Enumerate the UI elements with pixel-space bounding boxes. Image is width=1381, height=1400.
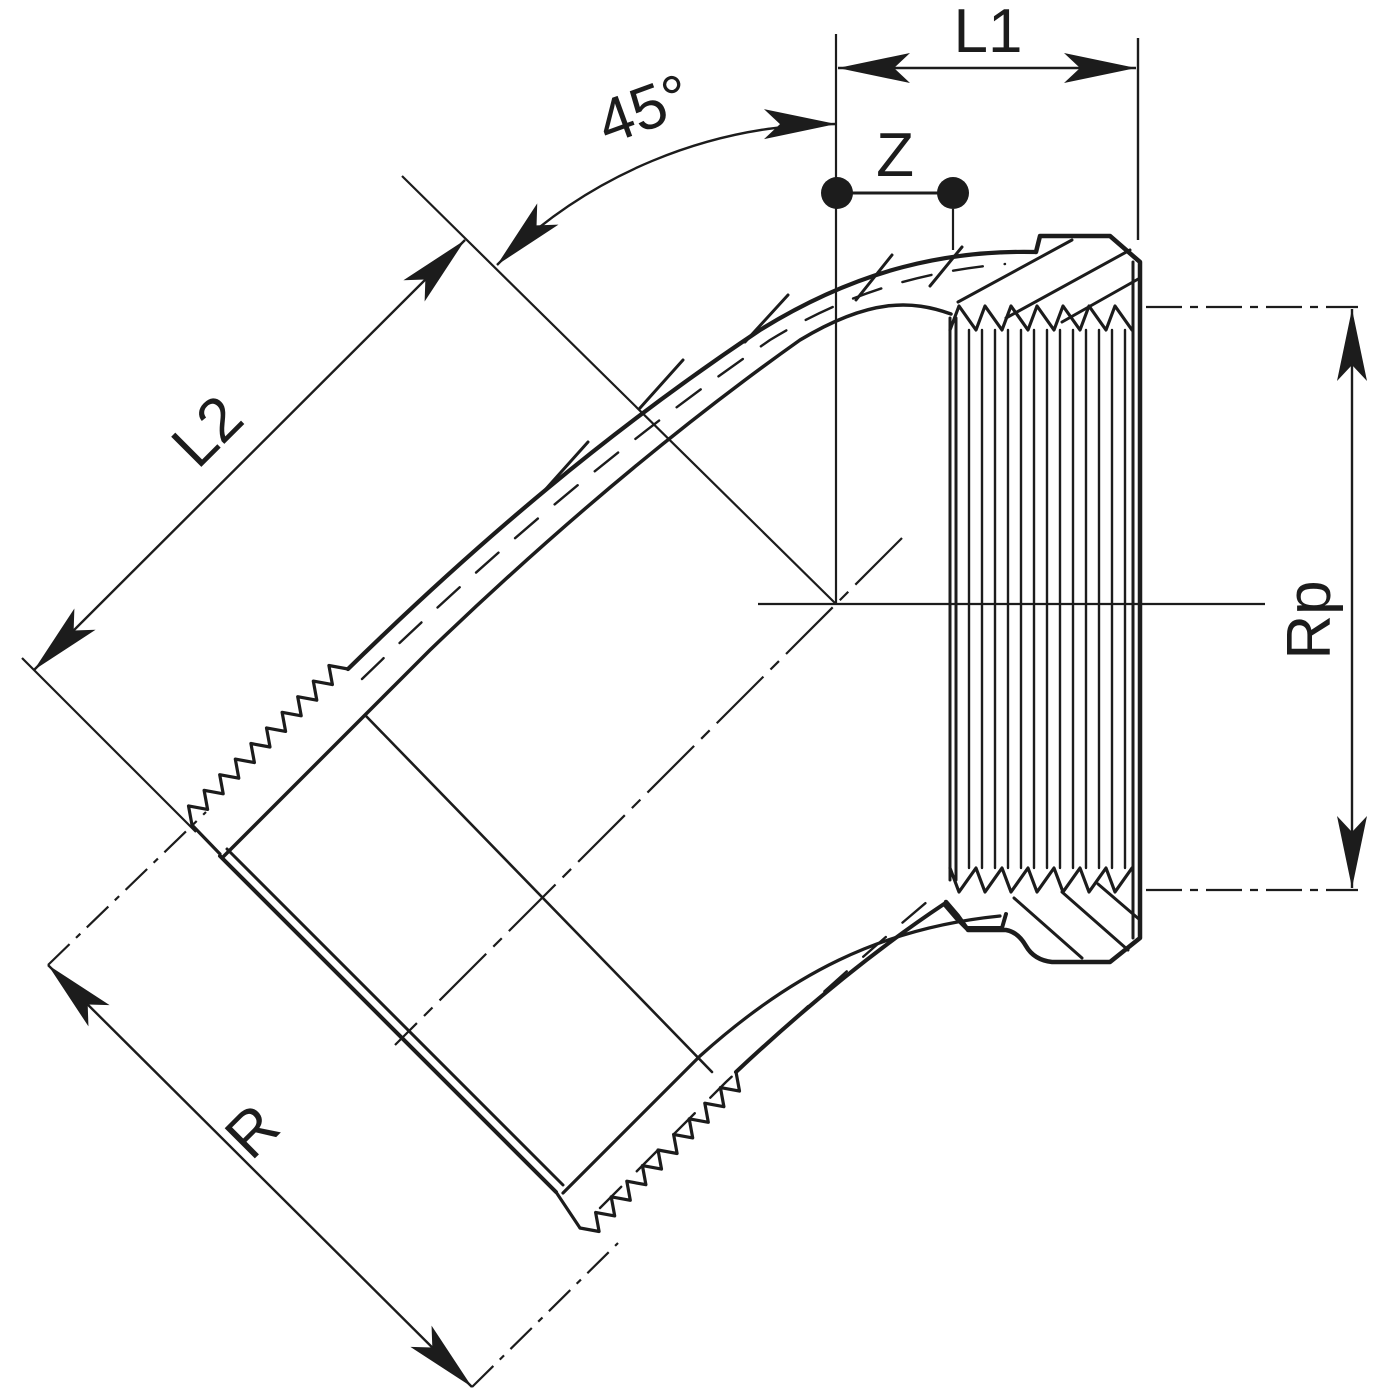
z-dot-left	[821, 177, 853, 209]
angle-arc	[496, 109, 837, 266]
outer-top-curve	[345, 249, 1039, 672]
dimension-R	[47, 811, 619, 1388]
outer-bottom-curve	[734, 902, 1008, 1074]
label-rp: Rp	[1275, 580, 1344, 659]
inner-bottom-curve	[561, 914, 1002, 1195]
z-dot-right	[937, 177, 969, 209]
elbow-top-wall	[186, 249, 1039, 860]
l2-extension-mouth	[21, 657, 197, 833]
l2-extension-center	[401, 175, 837, 605]
hidden-wall-lines	[360, 262, 1007, 1210]
male-thread-top	[186, 663, 350, 827]
dimension-angle-45	[496, 109, 837, 266]
section-hatching	[543, 238, 1142, 960]
l2-dimension-line	[33, 239, 466, 671]
mouth-chamfer-top	[190, 823, 222, 856]
socket-thread-section	[948, 260, 1135, 940]
socket-outline	[943, 233, 1143, 965]
r-extension-top	[47, 811, 207, 966]
label-r: R	[212, 1091, 292, 1171]
r-extension-bottom	[471, 1242, 619, 1388]
centerlines	[394, 34, 1358, 1046]
branch-centerline	[394, 537, 903, 1046]
inner-top-curve	[220, 303, 953, 860]
dimension-L1	[838, 38, 1140, 240]
dimension-L2	[21, 175, 837, 833]
label-l1: L1	[954, 0, 1023, 66]
label-l2: L2	[159, 383, 257, 481]
elbow-bottom-wall	[364, 714, 1008, 1234]
thread-crest-bottom	[948, 866, 1134, 894]
mouth-chamfer-bottom	[554, 1190, 582, 1230]
label-z: Z	[876, 121, 914, 190]
thread-crest-top	[948, 304, 1134, 332]
thread-runout-line	[364, 714, 714, 1074]
label-angle-45: 45°	[588, 61, 700, 158]
r-dimension-line	[47, 964, 473, 1388]
